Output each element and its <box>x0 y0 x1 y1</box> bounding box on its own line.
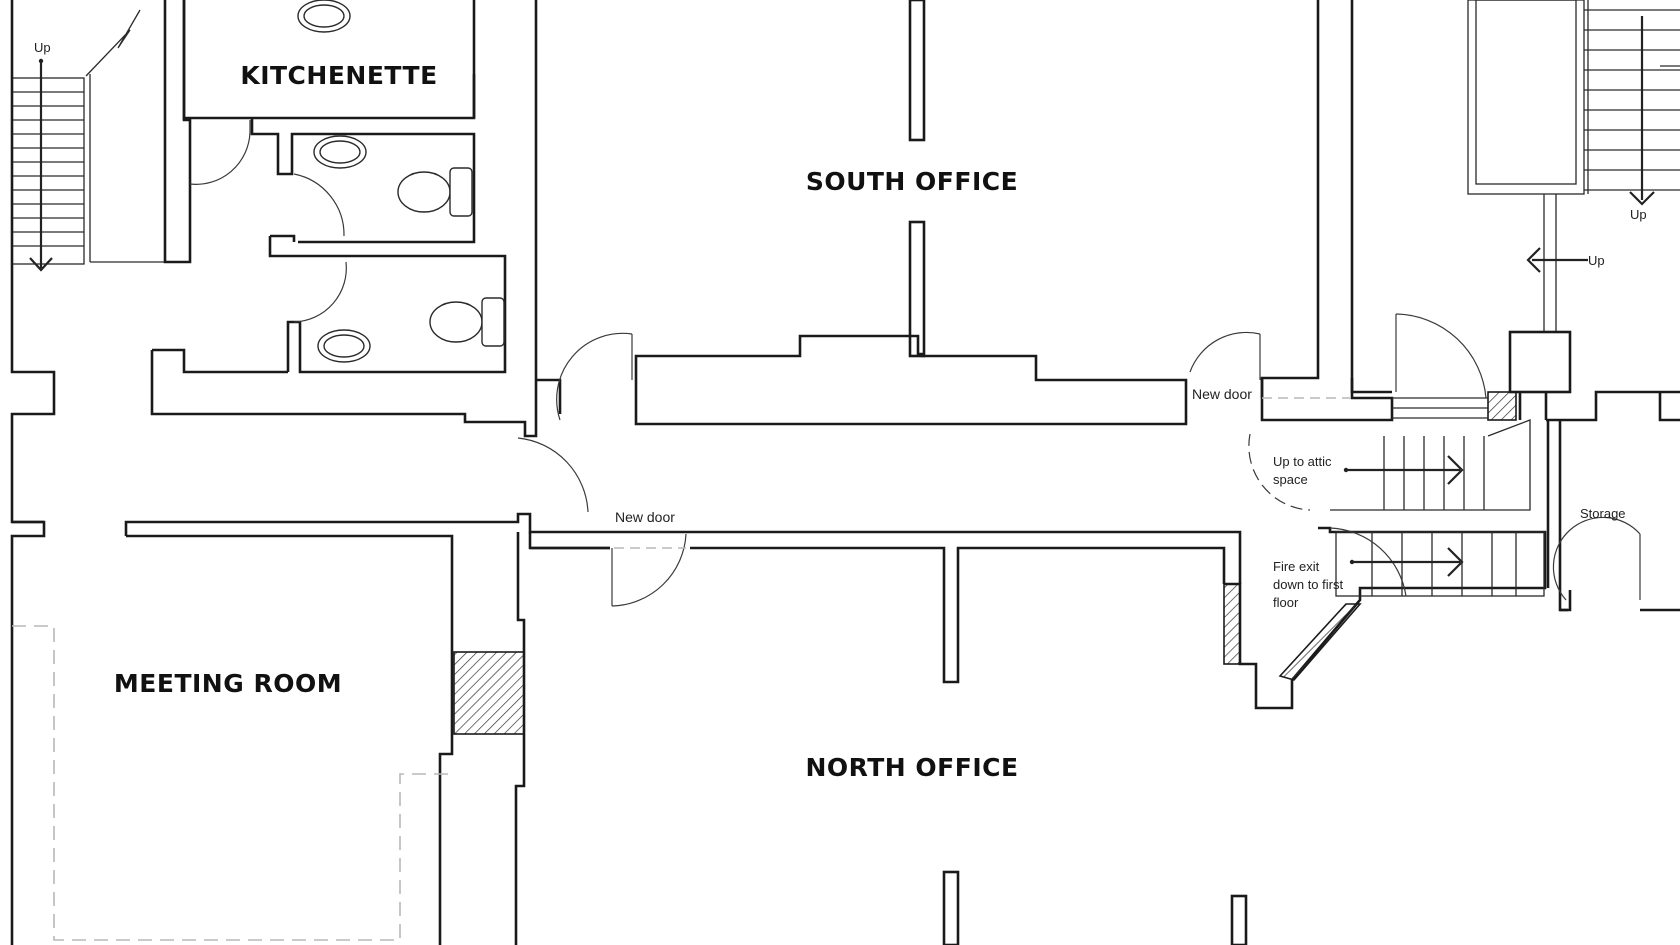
attic-note-line2: space <box>1273 472 1308 487</box>
room-label-meeting-room: MEETING ROOM <box>114 669 342 698</box>
new-door-south-label: New door <box>1192 386 1252 402</box>
right-stairs <box>1330 0 1680 597</box>
fire-exit-note-line3: floor <box>1273 595 1299 610</box>
room-label-kitchenette: KITCHENETTE <box>240 61 437 90</box>
right-arrow-up-label: Up <box>1588 253 1605 268</box>
attic-note-line1: Up to attic <box>1273 454 1332 469</box>
room-label-south-office: SOUTH OFFICE <box>806 167 1018 196</box>
hatched-wall <box>453 651 525 735</box>
storage-label: Storage <box>1580 506 1626 521</box>
new-door-north-label: New door <box>615 509 675 525</box>
arrows <box>1343 247 1588 577</box>
sink-icon <box>297 0 371 363</box>
room-label-north-office: NORTH OFFICE <box>805 753 1018 782</box>
walls <box>10 0 1680 945</box>
meeting-room-outline <box>12 625 450 941</box>
toilet-icon <box>397 167 505 347</box>
right-stair-up-label: Up <box>1630 207 1647 222</box>
stair-up-label: Up <box>34 40 51 55</box>
fire-exit-note-line1: Fire exit <box>1273 559 1320 574</box>
left-staircase: Up <box>11 9 165 272</box>
door-swings <box>189 120 1641 607</box>
fire-exit-note-line2: down to first <box>1273 577 1343 592</box>
